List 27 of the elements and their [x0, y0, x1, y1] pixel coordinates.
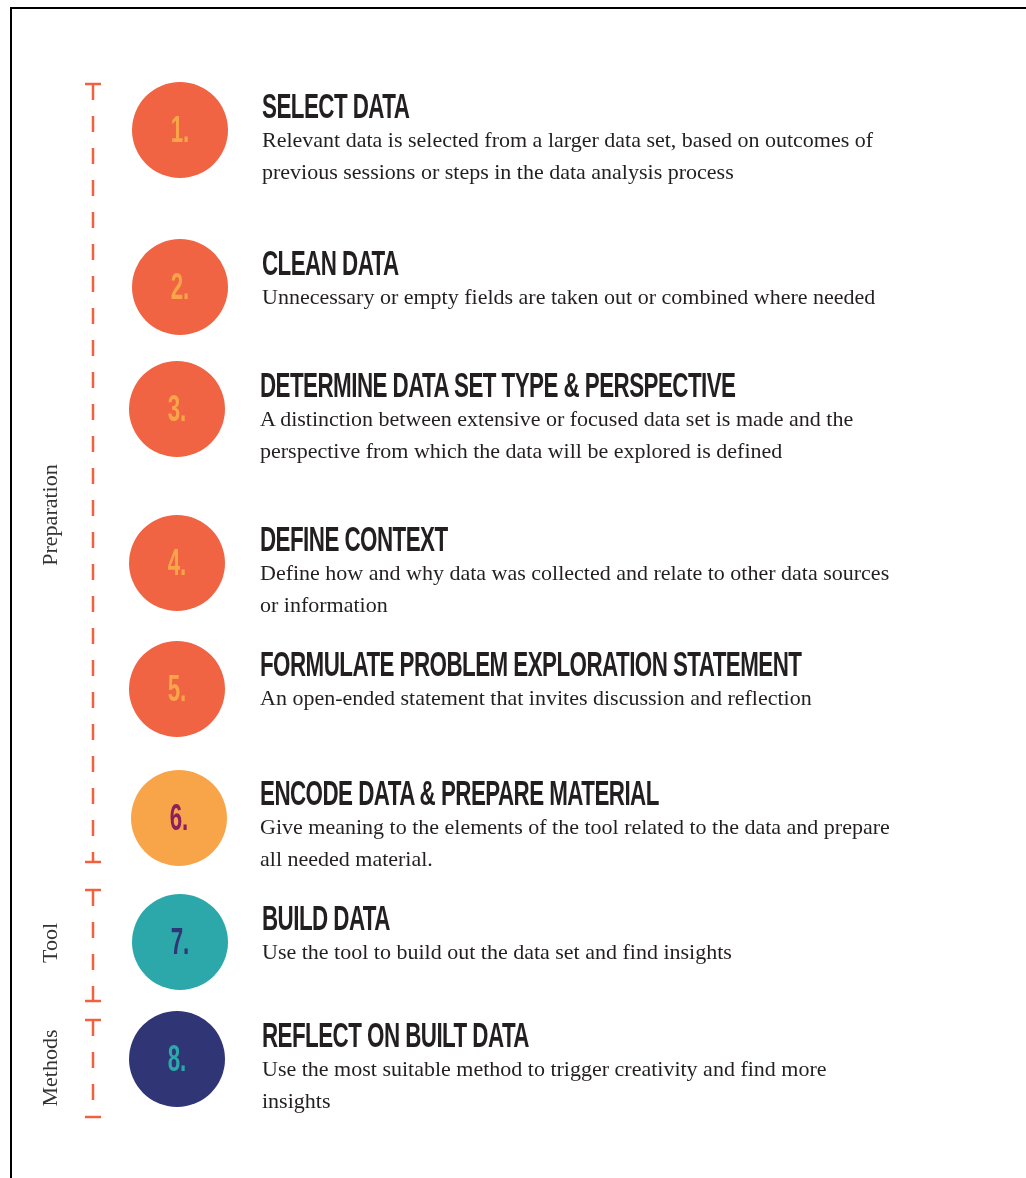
step-description: Relevant data is selected from a larger data set, based on outcomes of previous sessions or steps in the data analysis process: [262, 126, 875, 186]
step-description: Use the most suitable method to trigger creativity and find more insights: [262, 1055, 828, 1115]
step-heading: FORMULATE PROBLEM EXPLORATION STATEMENT: [260, 644, 803, 684]
step-heading: SELECT DATA: [262, 86, 411, 126]
step-description: Define how and why data was collected and relate to other data sources or information: [260, 559, 890, 619]
phase-label: Tool: [39, 923, 61, 963]
step-number: 2.: [170, 269, 190, 305]
step-number: 1.: [170, 112, 190, 148]
step-number: 8.: [167, 1041, 187, 1077]
step-heading: DETERMINE DATA SET TYPE & PERSPECTIVE: [260, 365, 737, 405]
step-heading: DEFINE CONTEXT: [260, 519, 449, 559]
step-description: Use the tool to build out the data set and find insights: [262, 938, 733, 966]
step-heading: REFLECT ON BUILT DATA: [262, 1015, 530, 1055]
step-number: 3.: [167, 391, 187, 427]
step-heading: ENCODE DATA & PREPARE MATERIAL: [260, 773, 660, 813]
phase-label: Preparation: [39, 464, 61, 566]
step-description: A distinction between extensive or focused data set is made and the perspective from which the data will be explored is defined: [260, 405, 855, 465]
step-heading: BUILD DATA: [262, 898, 391, 938]
phase-label: Methods: [39, 1029, 61, 1107]
step-number: 4.: [167, 545, 187, 581]
step-description: Give meaning to the elements of the tool related to the data and prepare all needed material.: [260, 813, 890, 873]
step-description: An open-ended statement that invites discussion and reflection: [260, 684, 813, 712]
step-number: 5.: [167, 671, 187, 707]
step-description: Unnecessary or empty fields are taken out or combined where needed: [262, 283, 877, 311]
step-number: 6.: [169, 800, 189, 836]
step-heading: CLEAN DATA: [262, 243, 400, 283]
step-number: 7.: [170, 924, 190, 960]
